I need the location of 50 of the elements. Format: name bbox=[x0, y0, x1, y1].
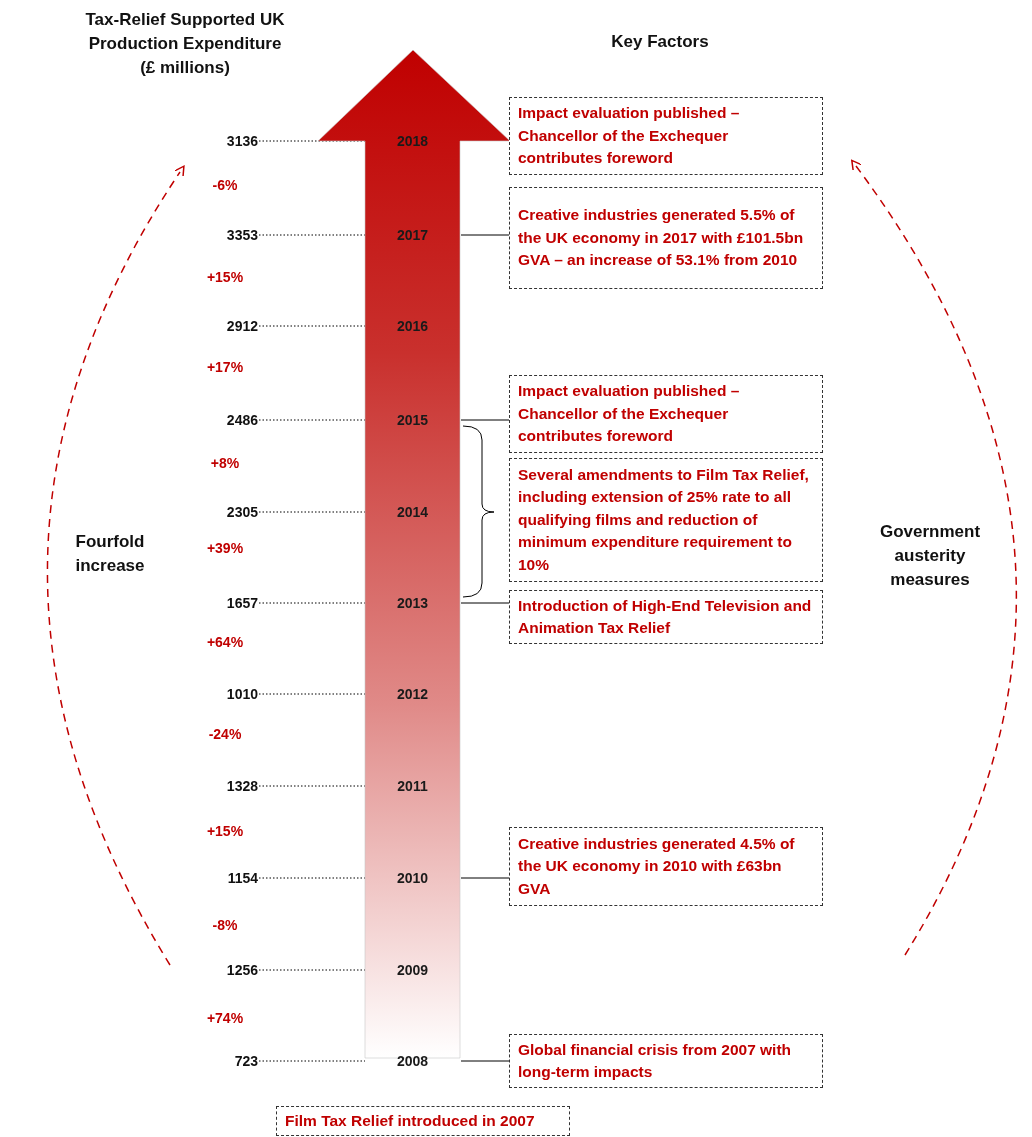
year-label: 2016 bbox=[365, 315, 460, 337]
note-box: Several amendments to Film Tax Relief, including extension of 25% rate to all qualifying films and reduction of minimum expenditure requirement to 10% bbox=[509, 458, 823, 582]
change-label: +64% bbox=[205, 633, 245, 652]
change-label: +17% bbox=[205, 358, 245, 377]
note-box: Introduction of High-End Television and Animation Tax Relief bbox=[509, 590, 823, 644]
year-label: 2018 bbox=[365, 130, 460, 152]
value-label: 2486 bbox=[190, 409, 258, 431]
year-label: 2011 bbox=[365, 775, 460, 797]
change-label: +15% bbox=[205, 268, 245, 287]
note-box: Film Tax Relief introduced in 2007 bbox=[276, 1106, 570, 1136]
year-label: 2012 bbox=[365, 683, 460, 705]
column-heading: Key Factors bbox=[610, 31, 710, 53]
note-box: Creative industries generated 4.5% of the UK economy in 2010 with £63bn GVA bbox=[509, 827, 823, 906]
connector-line bbox=[460, 602, 510, 604]
note-box: Impact evaluation published – Chancellor of the Exchequer contributes foreword bbox=[509, 97, 823, 175]
value-label: 2305 bbox=[190, 501, 258, 523]
year-label: 2014 bbox=[365, 501, 460, 523]
year-label: 2017 bbox=[365, 224, 460, 246]
year-label: 2015 bbox=[365, 409, 460, 431]
year-label: 2008 bbox=[365, 1050, 460, 1072]
change-label: -6% bbox=[211, 176, 239, 195]
change-label: +39% bbox=[205, 539, 245, 558]
connector-line bbox=[460, 234, 510, 236]
dotted-line bbox=[258, 1060, 366, 1062]
value-label: 2912 bbox=[190, 315, 258, 337]
connector-line bbox=[460, 419, 510, 421]
change-label: +74% bbox=[205, 1009, 245, 1028]
value-label: 1010 bbox=[190, 683, 258, 705]
change-label: +15% bbox=[205, 822, 245, 841]
year-label: 2010 bbox=[365, 867, 460, 889]
note-box: Global financial crisis from 2007 with long-term impacts bbox=[509, 1034, 823, 1088]
change-label: -8% bbox=[211, 916, 239, 935]
year-label: 2013 bbox=[365, 592, 460, 614]
value-label: 723 bbox=[190, 1050, 258, 1072]
year-label: 2009 bbox=[365, 959, 460, 981]
connector-line bbox=[460, 877, 510, 879]
change-label: -24% bbox=[207, 725, 243, 744]
change-label: +8% bbox=[209, 454, 241, 473]
value-label: 3353 bbox=[190, 224, 258, 246]
note-box: Creative industries generated 5.5% of the UK economy in 2017 with £101.5bn GVA – an increase of 53.1% from 2010 bbox=[509, 187, 823, 289]
side-note: Fourfold increase bbox=[74, 531, 146, 577]
value-label: 1328 bbox=[190, 775, 258, 797]
connector-line bbox=[460, 1060, 510, 1062]
axis-title: Tax-Relief Supported UK Production Expenditure (£ millions) bbox=[84, 9, 286, 79]
value-label: 3136 bbox=[190, 130, 258, 152]
note-box: Impact evaluation published – Chancellor of the Exchequer contributes foreword bbox=[509, 375, 823, 453]
value-label: 1657 bbox=[190, 592, 258, 614]
value-label: 1154 bbox=[190, 867, 258, 889]
side-note: Government austerity measures bbox=[878, 521, 982, 591]
value-label: 1256 bbox=[190, 959, 258, 981]
